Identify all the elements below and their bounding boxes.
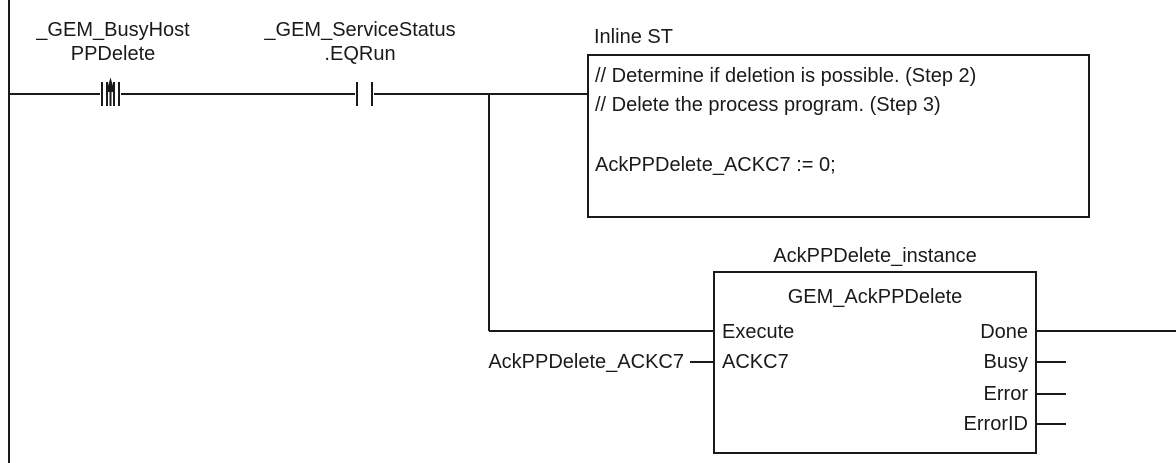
input-variable-label: AckPPDelete_ACKC7 <box>488 351 684 373</box>
inline-st-box <box>587 54 1090 218</box>
fb-output-errorid: ErrorID <box>963 413 1028 435</box>
fb-output-error: Error <box>983 383 1028 405</box>
st-code-line: // Delete the process program. (Step 3) <box>595 94 941 116</box>
contact-1-line1: _GEM_BusyHost <box>36 19 190 41</box>
st-code-line: AckPPDelete_ACKC7 := 0; <box>595 154 836 176</box>
contact-1-label: _GEM_BusyHost PPDelete <box>18 18 208 66</box>
contact-2-label: _GEM_ServiceStatus .EQRun <box>235 18 485 66</box>
contact-1-line2: PPDelete <box>70 43 156 65</box>
contact-2-line2: .EQRun <box>324 43 396 65</box>
up-edge-contact-icon <box>101 77 120 106</box>
normally-open-contact-icon <box>356 82 373 106</box>
fb-output-done: Done <box>980 321 1028 343</box>
inline-st-title: Inline ST <box>594 26 673 48</box>
contact-2-line1: _GEM_ServiceStatus <box>264 19 456 41</box>
fb-instance-name: AckPPDelete_instance <box>773 245 977 267</box>
fb-type-name: GEM_AckPPDelete <box>787 286 963 308</box>
st-code-line: // Determine if deletion is possible. (S… <box>595 65 977 87</box>
function-block-box <box>713 271 1037 454</box>
fb-output-busy: Busy <box>983 351 1028 373</box>
fb-input-execute: Execute <box>722 321 795 343</box>
fb-input-ackc7: ACKC7 <box>722 351 789 373</box>
